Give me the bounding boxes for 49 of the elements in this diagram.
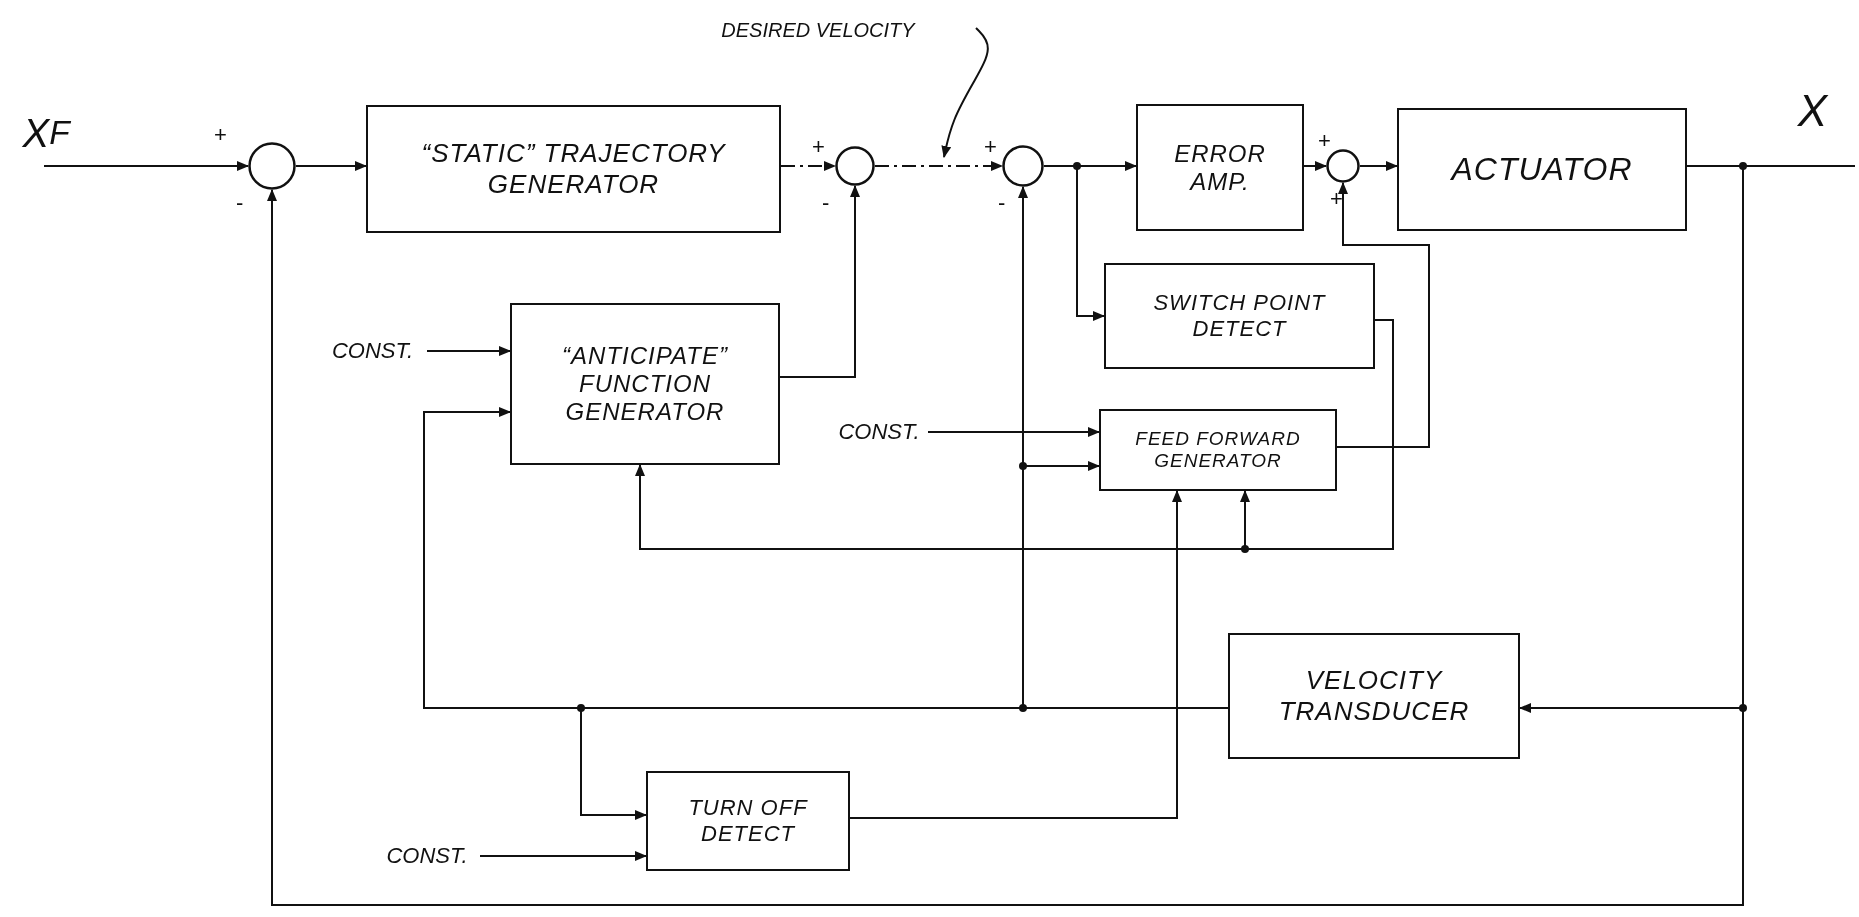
signal-arrow xyxy=(1043,165,1105,321)
sign-label: + xyxy=(1330,188,1343,210)
signal-arrow xyxy=(1303,161,1327,171)
block-label: ACTUATOR xyxy=(1451,151,1633,188)
signal-label: X xyxy=(1770,86,1855,166)
block-label: SWITCH POINT DETECT xyxy=(1152,290,1327,342)
signal-arrow xyxy=(849,490,1182,819)
block-box xyxy=(510,303,780,465)
block-box xyxy=(1228,633,1520,759)
block-box xyxy=(366,105,781,233)
block-box xyxy=(646,771,850,871)
block-box xyxy=(1099,409,1337,491)
sign-label: - xyxy=(822,192,830,214)
block-label: ERROR AMP. xyxy=(1173,139,1267,196)
leader-arrow xyxy=(941,27,989,158)
signal-label: DESIRED VELOCITY xyxy=(660,10,976,50)
signal-arrow xyxy=(779,185,860,378)
block-label: “STATIC” TRAJECTORY GENERATOR xyxy=(420,138,727,200)
block-box xyxy=(1136,104,1304,231)
signal-arrow xyxy=(1519,165,1744,713)
sign-label: - xyxy=(236,192,244,214)
signal-label: CONST. xyxy=(318,333,427,369)
signal-label: CONST. xyxy=(374,838,480,874)
sign-label: + xyxy=(812,136,825,158)
summing-junction xyxy=(835,146,875,186)
summing-junction xyxy=(248,142,296,190)
summing-junction xyxy=(1002,145,1044,187)
block-label: VELOCITY TRANSDUCER xyxy=(1277,665,1471,727)
sign-label: + xyxy=(984,136,997,158)
signal-arrow xyxy=(927,427,1100,437)
signal-arrow xyxy=(295,161,367,171)
sign-label: + xyxy=(1318,130,1331,152)
block-label: FEED FORWARD GENERATOR xyxy=(1134,428,1302,472)
signal-arrow xyxy=(479,851,647,861)
signal-arrow xyxy=(1359,161,1398,171)
block-label: “ANTICIPATE” FUNCTION GENERATOR xyxy=(561,342,729,426)
signal-arrow xyxy=(780,161,836,171)
sign-label: - xyxy=(998,192,1006,214)
block-box xyxy=(1104,263,1375,369)
signal-arrow xyxy=(426,346,511,356)
signal-arrow xyxy=(43,161,249,171)
sign-label: + xyxy=(214,124,227,146)
signal-arrow xyxy=(1336,182,1430,448)
block-box xyxy=(1397,108,1687,231)
block-label: TURN OFF DETECT xyxy=(687,795,809,847)
summing-junction xyxy=(1326,149,1360,183)
signal-arrow xyxy=(1240,319,1394,550)
signal-label: CONST. xyxy=(830,414,928,450)
signal-arrow xyxy=(874,161,1003,171)
